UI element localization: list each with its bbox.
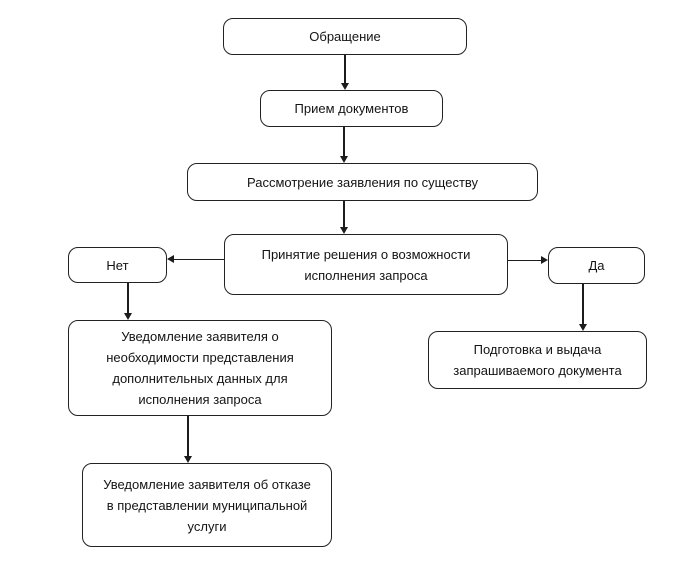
node-decision: Принятие решения о возможности исполнени… (224, 234, 508, 295)
arrow-start-to-intake-icon (340, 55, 350, 90)
node-notify-refusal: Уведомление заявителя об отказе в предст… (82, 463, 332, 547)
arrow-decision-to-yes-icon (508, 255, 548, 266)
node-review: Рассмотрение заявления по существу (187, 163, 538, 201)
node-notify-more-data: Уведомление заявителя о необходимости пр… (68, 320, 332, 416)
arrow-yes-to-prepare-issue-icon (578, 284, 588, 331)
arrow-intake-to-review-icon (339, 127, 349, 163)
node-yes: Да (548, 247, 645, 284)
node-start: Обращение (223, 18, 467, 55)
arrow-no-to-notify-more-data-icon (123, 283, 133, 320)
arrow-review-to-decision-icon (339, 201, 349, 234)
node-prepare-issue: Подготовка и выдача запрашиваемого докум… (428, 331, 647, 389)
arrow-decision-to-no-icon (167, 254, 224, 265)
node-intake: Прием документов (260, 90, 443, 127)
node-no: Нет (68, 247, 167, 283)
arrow-notify-more-data-to-notify-refusal-icon (183, 416, 193, 463)
